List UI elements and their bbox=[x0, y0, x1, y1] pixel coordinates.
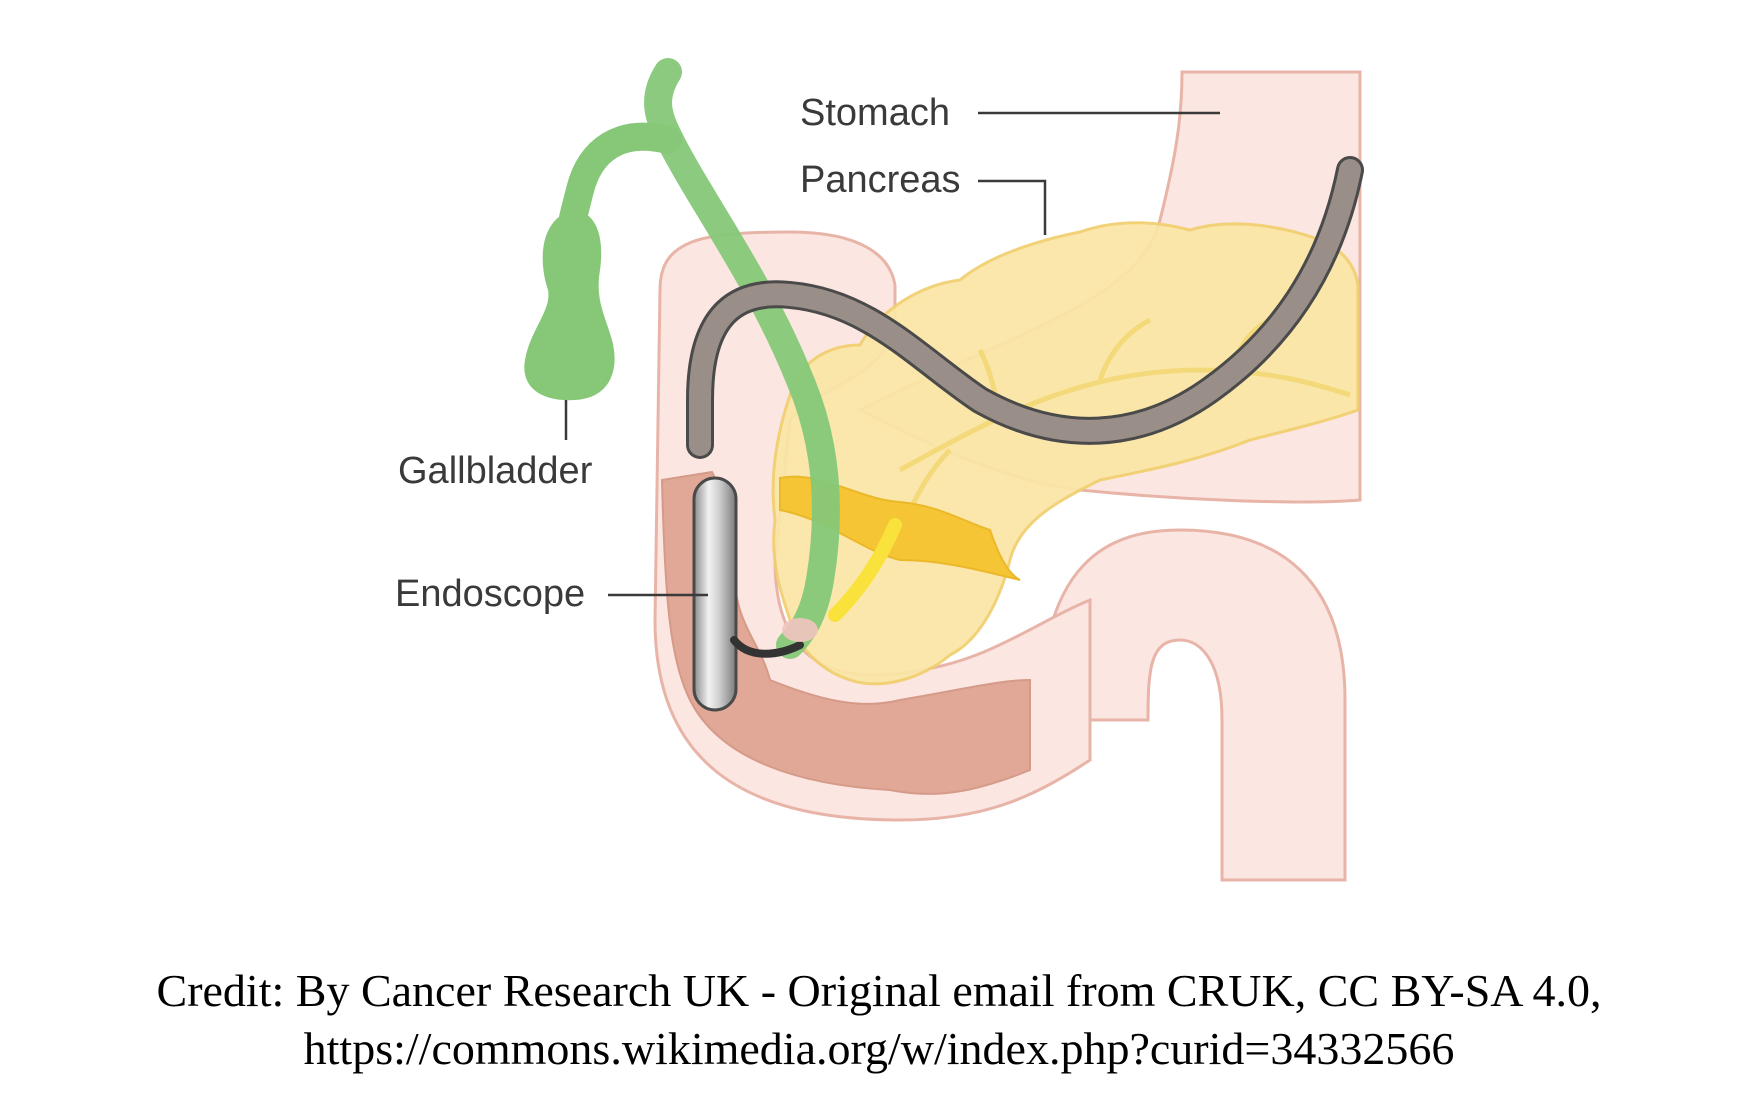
label-endoscope: Endoscope bbox=[395, 573, 585, 615]
leader-pancreas bbox=[978, 179, 1047, 235]
papilla bbox=[782, 618, 818, 642]
credit-line-2: https://commons.wikimedia.org/w/index.ph… bbox=[303, 1023, 1455, 1074]
label-gallbladder: Gallbladder bbox=[398, 450, 593, 492]
gallbladder-shape bbox=[524, 210, 615, 401]
credit-line-1: Credit: By Cancer Research UK - Original… bbox=[156, 965, 1602, 1016]
label-pancreas: Pancreas bbox=[800, 159, 961, 201]
jejunum-shape bbox=[1038, 528, 1347, 882]
duodenal-lining bbox=[660, 470, 1031, 795]
cystic-duct bbox=[558, 122, 682, 239]
image-credit: Credit: By Cancer Research UK - Original… bbox=[0, 962, 1758, 1078]
pancreatic-duct-connector bbox=[828, 518, 902, 622]
endoscope-catheter bbox=[730, 636, 804, 658]
endoscope-tube-fill bbox=[689, 159, 1361, 456]
label-stomach: Stomach bbox=[800, 92, 950, 134]
